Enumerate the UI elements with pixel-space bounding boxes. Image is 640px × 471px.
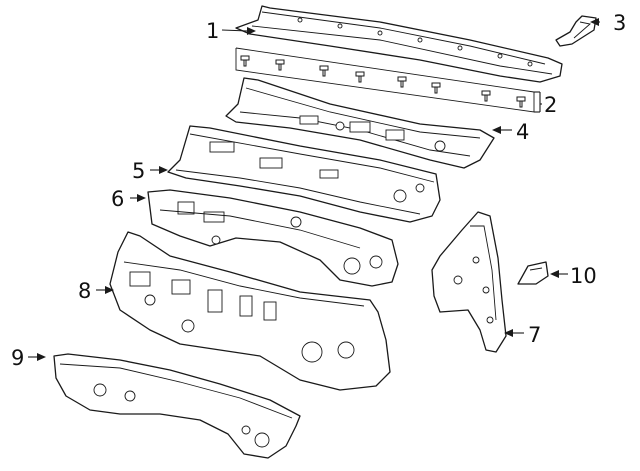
callout-5: 5 xyxy=(132,159,145,183)
callout-2: 2 xyxy=(544,93,557,117)
part-2-bolt-set-frame[interactable] xyxy=(235,47,535,113)
bolt-icon xyxy=(240,55,526,108)
part-5-plenum-panel[interactable] xyxy=(167,125,441,223)
callout-9: 9 xyxy=(11,346,24,370)
callout-4: 4 xyxy=(516,120,529,144)
part-4-cowl-panel[interactable] xyxy=(225,77,495,169)
part-10-clip[interactable] xyxy=(517,261,549,285)
part-9-lower-bracket[interactable] xyxy=(53,353,301,459)
part-8-dash-panel[interactable] xyxy=(109,231,391,391)
part-3-small-bracket[interactable] xyxy=(555,15,597,47)
part-7-side-panel[interactable] xyxy=(431,211,507,353)
part-1-cowl-top-panel[interactable] xyxy=(235,5,563,83)
callout-6: 6 xyxy=(111,187,124,211)
callout-3: 3 xyxy=(613,11,626,35)
leader-lines xyxy=(28,18,600,361)
callout-1: 1 xyxy=(206,19,219,43)
part-6-dash-panel-upper[interactable] xyxy=(147,189,399,287)
callout-8: 8 xyxy=(78,279,91,303)
callout-7: 7 xyxy=(528,323,541,347)
callout-10: 10 xyxy=(570,264,597,288)
